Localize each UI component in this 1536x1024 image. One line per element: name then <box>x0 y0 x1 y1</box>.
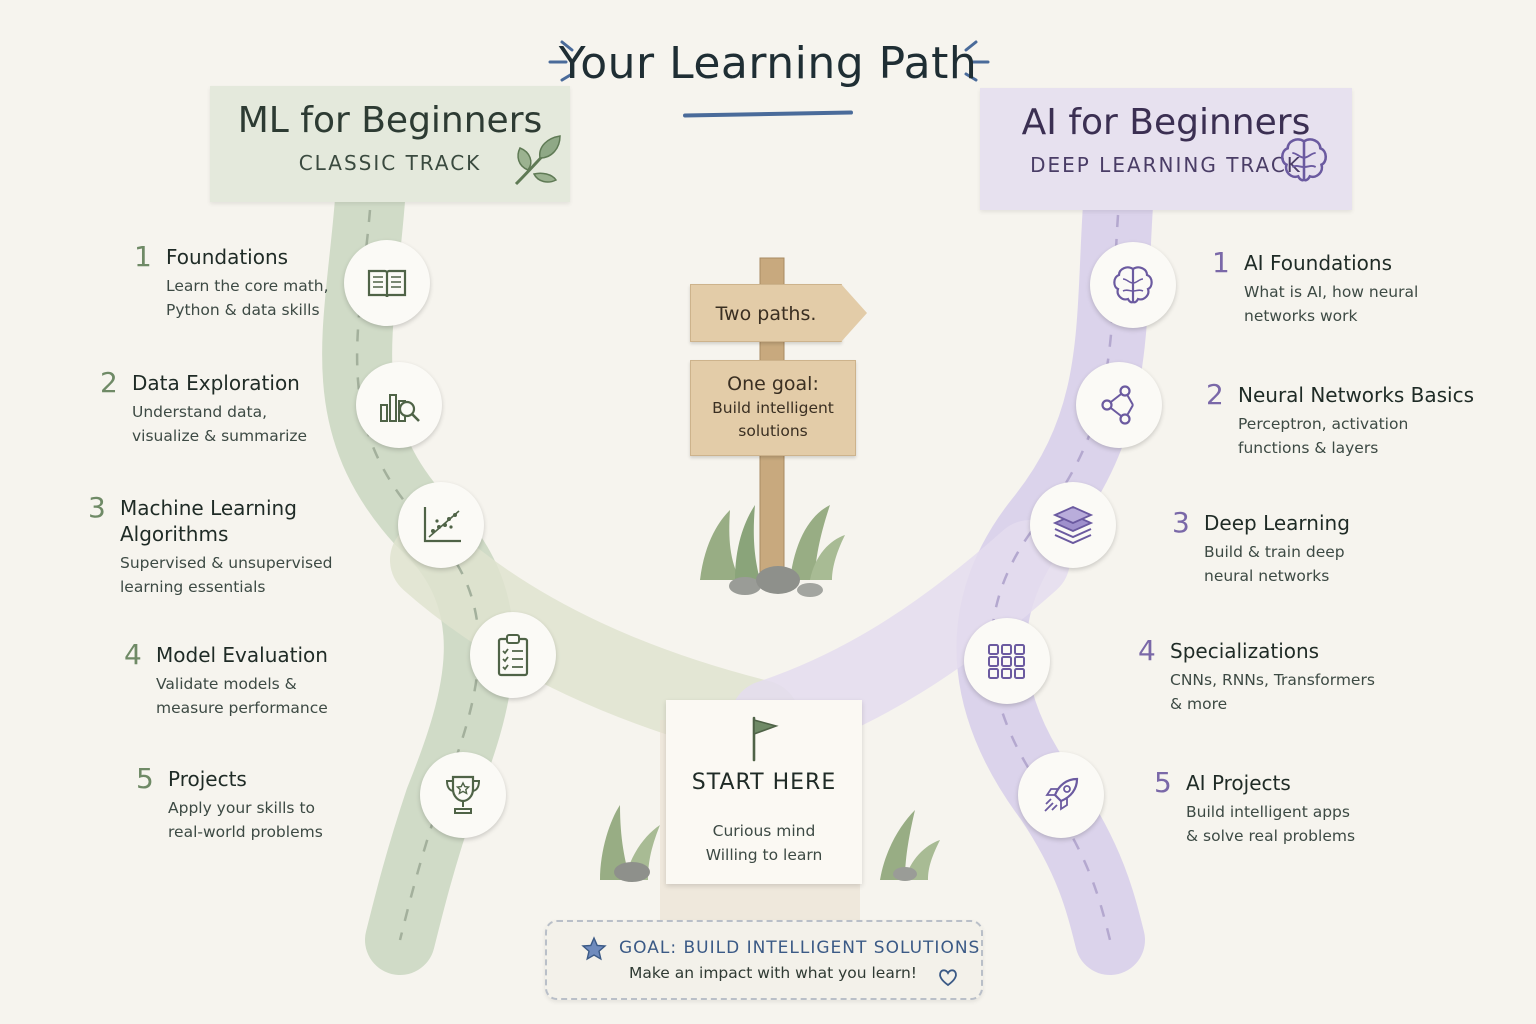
title-sparkles <box>548 40 990 82</box>
ml-step-5-circle <box>420 752 506 838</box>
ml-step-4-circle <box>470 612 556 698</box>
step-desc: CNNs, RNNs, Transformers& more <box>1170 671 1375 713</box>
step-desc: Learn the core math,Python & data skills <box>166 277 329 319</box>
step-number: 2 <box>100 366 118 399</box>
trophy-icon <box>445 775 481 814</box>
signpost-top-board: Two paths. <box>690 284 867 342</box>
ai-track-title: AI for Beginners <box>1021 102 1311 143</box>
step-title: AI Foundations <box>1244 251 1392 275</box>
ai-track-banner: AI for Beginners DEEP LEARNING TRACK <box>980 88 1352 210</box>
ai-step-1-circle <box>1090 242 1176 328</box>
step-number: 1 <box>1212 246 1230 279</box>
start-line-2: Willing to learn <box>705 846 823 864</box>
bar-chart-magnifier-icon <box>380 394 420 422</box>
ai-step-5: 5 AI Projects Build intelligent apps& so… <box>1154 766 1356 848</box>
heart-icon <box>939 969 957 987</box>
step-number: 4 <box>124 638 142 671</box>
step-desc: Validate models &measure performance <box>156 675 328 717</box>
ml-step-1: 1 Foundations Learn the core math,Python… <box>134 240 329 322</box>
ai-step-2: 2 Neural Networks Basics Perceptron, act… <box>1206 378 1474 460</box>
start-here-card: START HERE Curious mind Willing to learn <box>666 700 862 884</box>
ml-step-3-circle <box>398 482 484 568</box>
flag-icon <box>752 716 779 762</box>
brain-icon <box>1113 266 1153 304</box>
ml-step-2-circle <box>356 362 442 448</box>
signpost-line-3: solutions <box>738 422 808 440</box>
signpost-line-2: Build intelligent <box>712 399 834 417</box>
ml-step-4: 4 Model Evaluation Validate models &meas… <box>124 638 328 720</box>
start-here-label: START HERE <box>691 770 837 795</box>
step-title: Specializations <box>1170 639 1320 663</box>
layers-stack-icon <box>1052 506 1094 545</box>
step-number: 1 <box>134 240 152 273</box>
step-title: Neural Networks Basics <box>1238 383 1474 407</box>
leaf-icon <box>514 135 561 186</box>
step-number: 4 <box>1138 634 1156 667</box>
ml-step-2: 2 Data Exploration Understand data,visua… <box>100 366 308 448</box>
step-number: 5 <box>1154 766 1172 799</box>
ai-track-subtitle: DEEP LEARNING TRACK <box>1030 153 1302 177</box>
step-number: 5 <box>136 762 154 795</box>
step-desc: Build intelligent apps& solve real probl… <box>1186 803 1356 845</box>
grass-signpost <box>700 505 845 597</box>
ai-step-4: 4 Specializations CNNs, RNNs, Transforme… <box>1138 634 1375 716</box>
ml-path-dashes <box>355 209 481 941</box>
ai-step-3-circle <box>1030 482 1116 568</box>
goal-subtitle: Make an impact with what you learn! <box>629 964 917 982</box>
start-line-1: Curious mind <box>712 822 816 840</box>
step-title: Model Evaluation <box>156 643 328 667</box>
open-book-icon <box>367 269 407 298</box>
step-title: Foundations <box>166 245 289 269</box>
grid-icon <box>988 644 1025 679</box>
ml-track-subtitle: CLASSIC TRACK <box>298 151 482 175</box>
grass-start-right <box>880 810 940 881</box>
step-number: 3 <box>1172 506 1190 539</box>
clipboard-checklist-icon <box>497 634 529 677</box>
network-nodes-icon <box>1101 385 1134 425</box>
grass-start-left <box>600 805 660 882</box>
step-title: AI Projects <box>1186 771 1291 795</box>
ai-step-5-circle <box>1018 752 1104 838</box>
ml-track-title: ML for Beginners <box>237 100 543 141</box>
ml-track-banner: ML for Beginners CLASSIC TRACK <box>210 86 570 202</box>
signpost-bottom-board: One goal: Build intelligent solutions <box>690 360 856 456</box>
signpost-line-1: One goal: <box>727 373 819 395</box>
rocket-icon <box>1044 777 1079 812</box>
star-icon <box>581 936 607 961</box>
brain-icon <box>1280 138 1328 182</box>
step-number: 2 <box>1206 378 1224 411</box>
ml-step-1-circle <box>344 240 430 326</box>
ai-step-4-circle <box>964 618 1050 704</box>
step-number: 3 <box>88 491 106 524</box>
step-desc: Understand data,visualize & summarize <box>132 403 308 445</box>
ai-step-2-circle <box>1076 362 1162 448</box>
goal-title: GOAL: BUILD INTELLIGENT SOLUTIONS <box>619 938 981 958</box>
step-title: Data Exploration <box>132 371 300 395</box>
scatter-plot-icon <box>423 507 461 543</box>
step-title: Projects <box>168 767 247 791</box>
page-title: Your Learning Path <box>558 38 978 89</box>
goal-banner: GOAL: BUILD INTELLIGENT SOLUTIONS Make a… <box>545 920 983 1000</box>
step-title: Deep Learning <box>1204 511 1350 535</box>
